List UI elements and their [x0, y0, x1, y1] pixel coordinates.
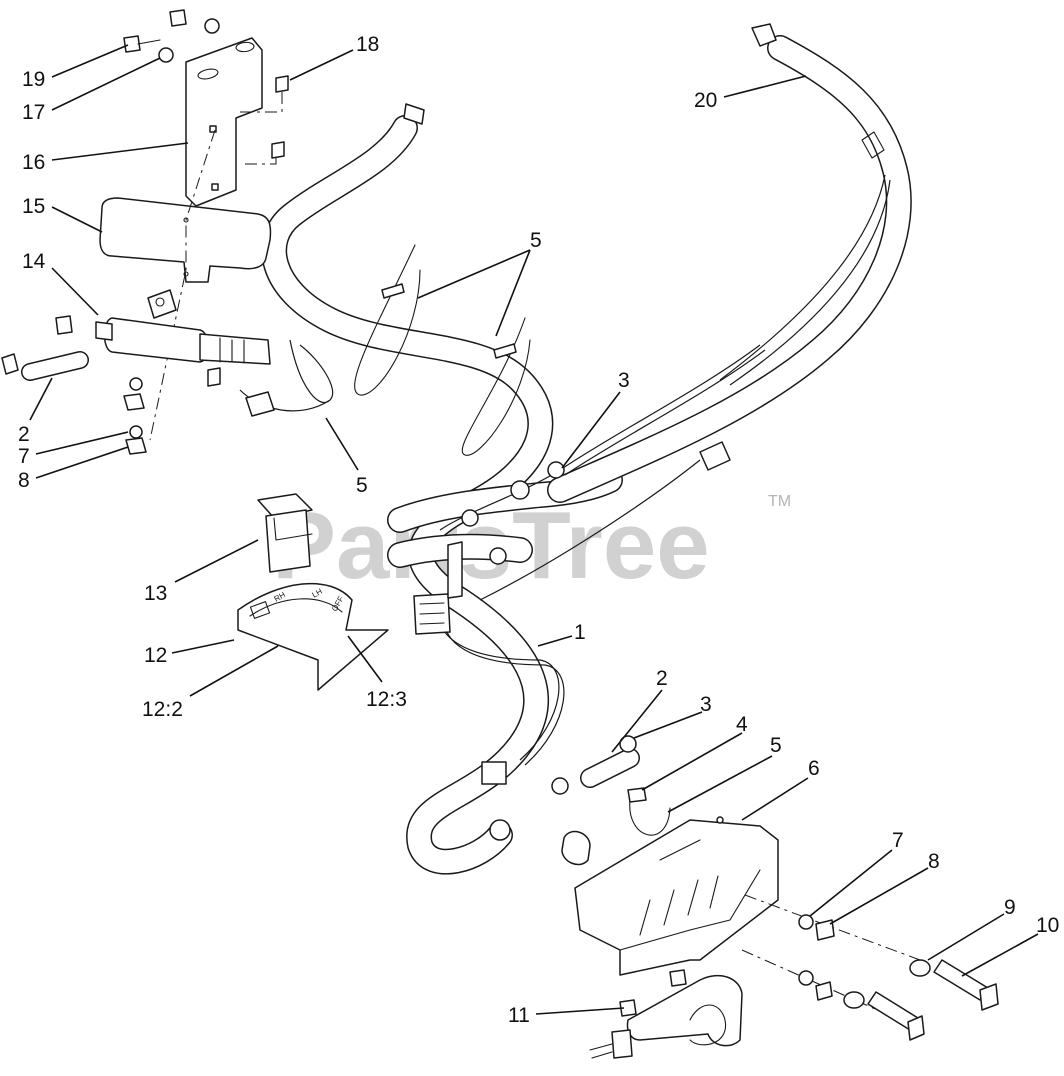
- wire-harness: [239, 174, 891, 785]
- callout-15: 15: [22, 195, 45, 218]
- callout-12: 12: [144, 644, 167, 667]
- lower-bracket-assembly: [561, 787, 999, 1041]
- rocker-switch: [257, 493, 313, 573]
- callout-2-upper: 2: [18, 423, 30, 446]
- callout-18: 18: [356, 33, 379, 56]
- callout-9: 9: [1004, 896, 1016, 919]
- callout-3-lower: 3: [700, 693, 712, 716]
- callout-7-lower: 7: [892, 829, 904, 852]
- callout-11: 11: [508, 1004, 530, 1027]
- callout-5-lower: 5: [770, 734, 782, 757]
- callout-2-lower: 2: [656, 667, 668, 690]
- callout-8-upper: 8: [18, 469, 30, 492]
- callout-14: 14: [22, 250, 46, 273]
- callout-13: 13: [144, 582, 167, 605]
- callout-17: 17: [22, 101, 45, 124]
- callout-12-3: 12:3: [366, 688, 407, 711]
- mounting-bracket: [123, 9, 289, 207]
- callout-1: 1: [574, 621, 586, 644]
- switch-decal-plate: RH LH OFF: [237, 582, 389, 691]
- cable-ties: [354, 244, 531, 456]
- fuel-hose-long: [547, 23, 912, 503]
- callout-6: 6: [808, 757, 820, 780]
- callout-19: 19: [22, 68, 45, 91]
- hose-clamps: [403, 103, 565, 841]
- callout-7-upper: 7: [18, 445, 30, 468]
- callout-10: 10: [1036, 914, 1059, 937]
- callout-16: 16: [22, 151, 45, 174]
- callout-5-wire: 5: [356, 474, 368, 497]
- callout-12-2: 12:2: [142, 698, 183, 721]
- callout-5-ties: 5: [530, 229, 542, 252]
- callout-8-lower: 8: [928, 850, 940, 873]
- callout-20: 20: [694, 89, 717, 112]
- lower-hose-assembly: [551, 735, 640, 795]
- callout-3-upper: 3: [618, 369, 630, 392]
- fuel-solenoid: [589, 969, 743, 1059]
- fuel-pump: [1, 289, 271, 455]
- watermark-trademark: TM: [768, 493, 791, 510]
- callout-4: 4: [736, 713, 748, 736]
- callouts: 19 17 18 16 15 14 2 7 8 5 5 3 20 13 12 1…: [18, 33, 1059, 1027]
